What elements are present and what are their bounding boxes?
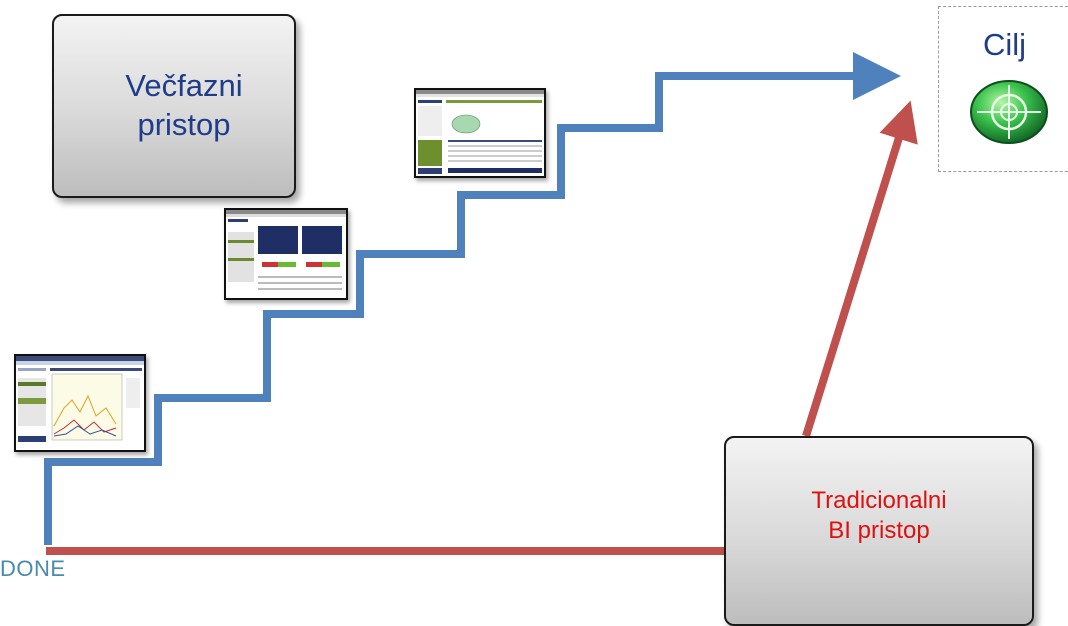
goal-box: Cilj [938, 6, 1068, 172]
chart-screenshot-graphic [416, 90, 544, 174]
target-icon [970, 80, 1048, 144]
traditional-arrow [802, 100, 918, 438]
dashboard-screenshot-graphic [226, 210, 346, 290]
multiphase-label: Večfazni pristop [125, 68, 243, 142]
traditional-path [46, 100, 918, 555]
diagram-canvas [44, 52, 918, 555]
traditional-label: Tradicionalni BI pristop [811, 487, 947, 544]
report-screenshot [14, 354, 146, 452]
staircase-path [44, 52, 901, 545]
multiphase-approach-box: Večfazni pristop [52, 14, 296, 198]
dashboard-screenshot [224, 208, 348, 300]
traditional-approach-box: Tradicionalni BI pristop [724, 436, 1034, 626]
done-label: DONE [0, 556, 66, 581]
goal-label: Cilj [983, 27, 1027, 62]
report-screenshot-graphic [16, 356, 144, 442]
chart-screenshot [414, 88, 546, 178]
